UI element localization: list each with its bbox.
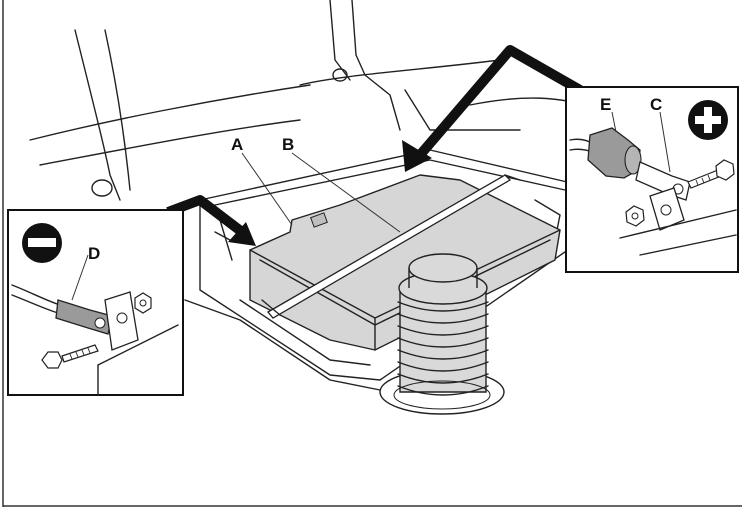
callout-label-a: A xyxy=(231,135,243,154)
callout-label-d: D xyxy=(88,244,100,263)
negative-terminal-inset xyxy=(7,209,184,396)
bellows-spring xyxy=(379,253,505,415)
arrow-to-positive-terminal xyxy=(402,45,583,172)
battery xyxy=(249,174,561,351)
arrow-to-negative-terminal xyxy=(166,195,256,246)
plus-icon xyxy=(688,100,728,140)
callout-leaders xyxy=(241,152,401,233)
hold-down-bar xyxy=(261,174,521,319)
callout-label-b: B xyxy=(282,135,294,154)
seat-outline xyxy=(29,0,601,201)
callout-label-e: E xyxy=(600,95,611,114)
minus-icon xyxy=(22,223,62,263)
callout-label-c: C xyxy=(650,95,662,114)
positive-terminal-inset xyxy=(565,86,739,273)
